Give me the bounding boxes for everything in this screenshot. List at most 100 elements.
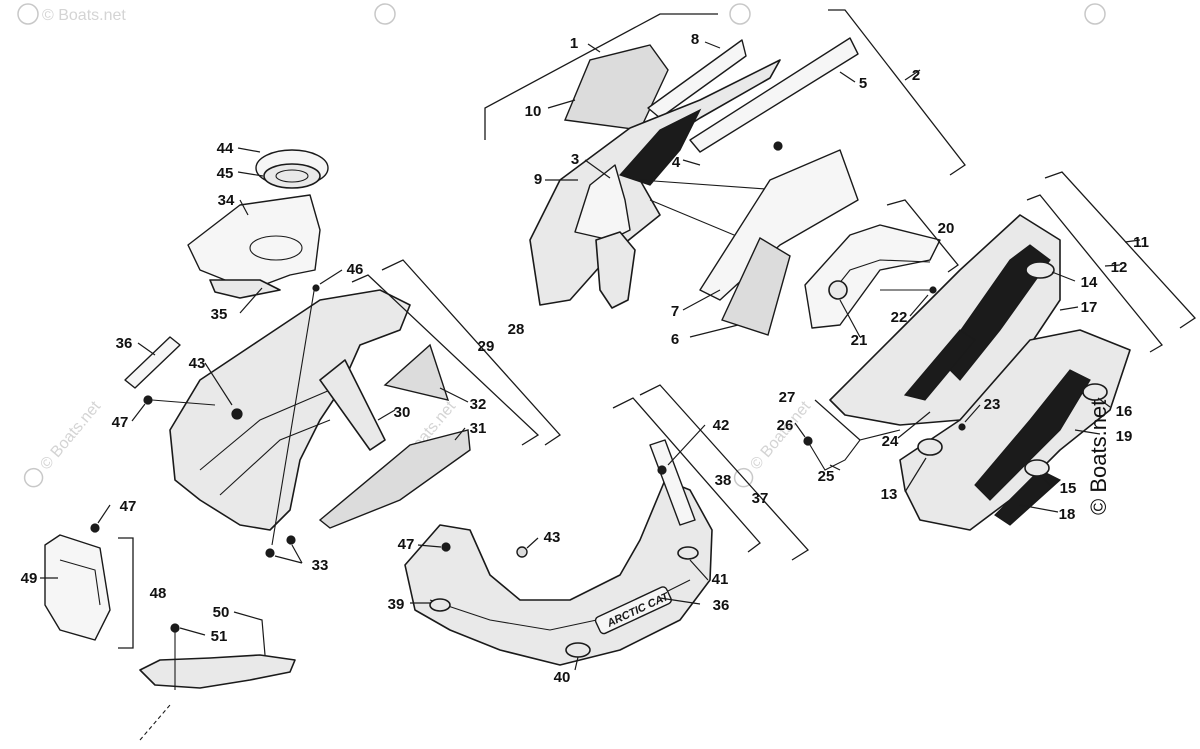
callout-34: 34 [218, 192, 235, 209]
watermark-logo: © Boats.net [733, 398, 814, 488]
bracket-29 [351, 274, 540, 446]
leader-36b [659, 597, 701, 605]
callout-30: 30 [394, 404, 411, 421]
part-23-screw-icon [958, 423, 966, 431]
part-11-graphic-stripe-2 [903, 329, 976, 401]
leader-5 [839, 71, 856, 83]
bracket-20 [886, 199, 959, 273]
bracket-37 [639, 384, 810, 561]
leader-43 [204, 362, 233, 406]
watermark-text: © Boats.net [42, 7, 126, 24]
leader-15 [1039, 474, 1051, 486]
part-28-edge [199, 389, 331, 471]
part-45-inner [275, 169, 309, 183]
part-13-grommet [917, 438, 943, 456]
leader-50 [233, 611, 266, 656]
leader-14 [1051, 271, 1076, 282]
leader-40 [574, 656, 579, 671]
callout-24: 24 [882, 433, 899, 450]
bracket-12 [1026, 194, 1163, 353]
bracket-11 [1044, 171, 1196, 329]
part-33-fastener-icon [286, 535, 296, 545]
part-32-pad [383, 343, 450, 401]
leader-46 [319, 269, 343, 285]
leader-lines [40, 41, 1141, 671]
watermark-logo [729, 3, 751, 25]
part-49-bracket [44, 534, 111, 641]
leader-47b [97, 504, 111, 524]
callout-labels: 1 2 3 4 5 6 7 8 9 10 11 12 13 14 15 16 1… [21, 31, 1149, 686]
part-6-pad [721, 236, 791, 336]
part-46-fastener-icon [312, 284, 320, 292]
leader-51 [179, 627, 206, 636]
callout-13: 13 [881, 486, 898, 503]
belly-pan-assembly: ARCTIC CAT [404, 439, 713, 666]
part-34-hole [249, 235, 303, 261]
watermark-logo: © Boats.net [23, 398, 104, 488]
callout-5: 5 [859, 75, 867, 92]
part-19-graphic-stripe [974, 369, 1091, 501]
leader-45 [237, 171, 264, 177]
callout-17: 17 [1081, 299, 1098, 316]
lower-left-assembly [44, 523, 296, 741]
part-45-gasket [263, 163, 321, 189]
callout-39: 39 [388, 596, 405, 613]
leader-23 [964, 404, 981, 423]
part-43-fastener-icon [231, 408, 243, 420]
part-50-skid [139, 654, 296, 689]
part-5-trim-strip [689, 37, 859, 153]
callout-3: 3 [571, 151, 579, 168]
leader-32 [439, 387, 469, 403]
part-33-fastener-icon [265, 548, 275, 558]
part-4-vent-insert [618, 108, 702, 186]
callout-38: 38 [715, 472, 732, 489]
leader-17 [1059, 306, 1079, 311]
callout-40: 40 [554, 669, 571, 686]
callout-28: 28 [508, 321, 525, 338]
callout-35: 35 [211, 306, 228, 323]
part-26-connector-icon [803, 436, 813, 446]
leader-44 [237, 147, 261, 153]
part-14-grommet [1025, 261, 1055, 279]
part-4-leader [639, 179, 781, 191]
part-39-grommet [429, 598, 451, 612]
bracket-38 [612, 397, 761, 553]
callout-50: 50 [213, 604, 230, 621]
leader-30 [377, 409, 396, 421]
callout-47: 47 [112, 414, 129, 431]
callout-42: 42 [713, 417, 730, 434]
part-35-seal [209, 279, 281, 299]
leader-26 [794, 422, 806, 438]
leader-1 [587, 43, 601, 53]
group-brackets [118, 9, 1196, 649]
watermark-logo [1084, 3, 1106, 25]
leader-11 [1124, 239, 1141, 243]
leader-4 [682, 159, 701, 166]
callout-15: 15 [1060, 480, 1077, 497]
part-51-screw-icon [170, 623, 180, 633]
leader-10 [547, 99, 576, 109]
callout-2: 2 [912, 67, 920, 84]
part-21-grommet [828, 280, 848, 300]
leader-43b [526, 537, 539, 549]
callout-45: 45 [217, 165, 234, 182]
callout-18: 18 [1059, 506, 1076, 523]
callout-41: 41 [712, 571, 729, 588]
leader-27 [814, 399, 861, 441]
callout-36-belly: 36 [713, 597, 730, 614]
callout-11: 11 [1133, 234, 1149, 251]
part-8-trim-strip [647, 39, 747, 119]
callout-21: 21 [851, 332, 868, 349]
gauge-pod-assembly [804, 224, 941, 329]
leader-34 [239, 199, 249, 216]
part-42-fastener-icon [657, 465, 667, 475]
leader-18 [1019, 504, 1059, 513]
part-40-grommet [565, 642, 591, 658]
callout-51: 51 [211, 628, 228, 645]
leader-36 [137, 342, 156, 356]
part-47-shaft [151, 399, 216, 406]
callout-16: 16 [1116, 403, 1133, 420]
callout-25: 25 [818, 468, 835, 485]
leader-6 [689, 324, 739, 338]
